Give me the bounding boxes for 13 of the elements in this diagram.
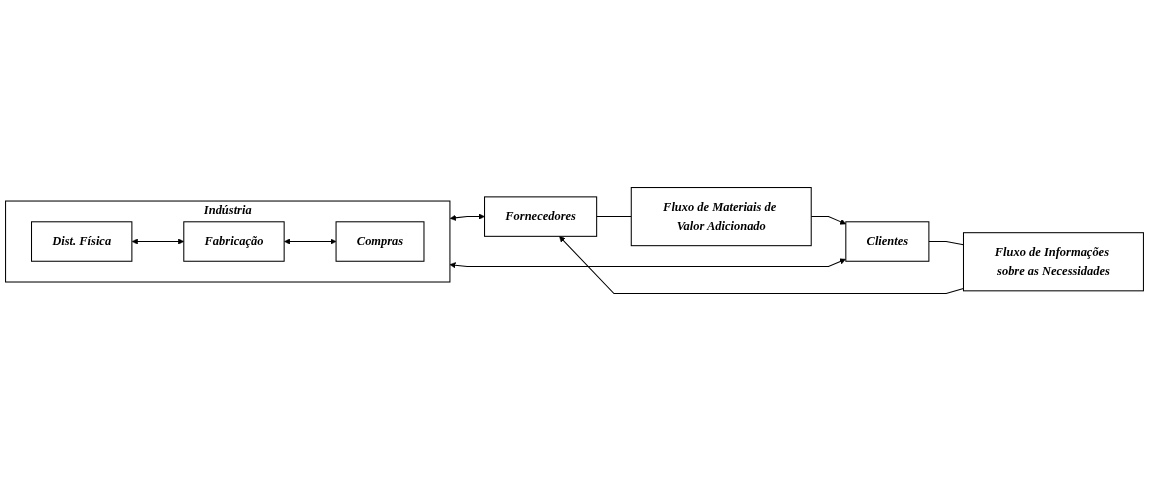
node-box: Clientes (845, 221, 930, 263)
node-box: Fluxo de Informações sobre as Necessidades (962, 232, 1144, 292)
node-box: Fabricação (183, 221, 285, 263)
node-box: Fluxo de Materiais de Valor Adicionado (630, 187, 812, 247)
node-box: Fornecedores (484, 196, 598, 238)
connector (928, 241, 964, 246)
arrow (449, 214, 485, 222)
node-box: Dist. Física (31, 221, 133, 263)
arrow (449, 258, 846, 269)
arrow (559, 236, 964, 295)
connector (596, 216, 632, 218)
node-box: Compras (335, 221, 425, 263)
arrow (284, 238, 337, 245)
